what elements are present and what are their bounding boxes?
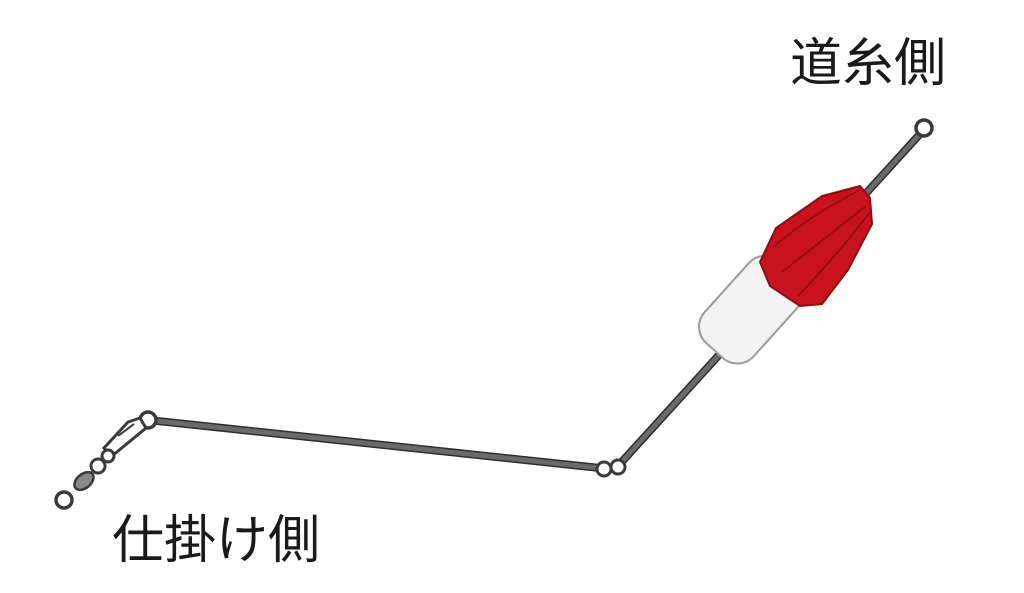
snap-swivel <box>54 416 148 510</box>
rig-side-label: 仕掛け側 <box>112 511 321 571</box>
bend-ring-right <box>609 458 627 476</box>
bend-ring-left <box>595 460 613 478</box>
float-body <box>758 184 874 308</box>
rig-side-eye <box>54 490 74 510</box>
horizontal-arm <box>144 416 604 472</box>
main-line-side-label: 道糸側 <box>790 34 947 94</box>
main-line-eye <box>914 118 934 138</box>
